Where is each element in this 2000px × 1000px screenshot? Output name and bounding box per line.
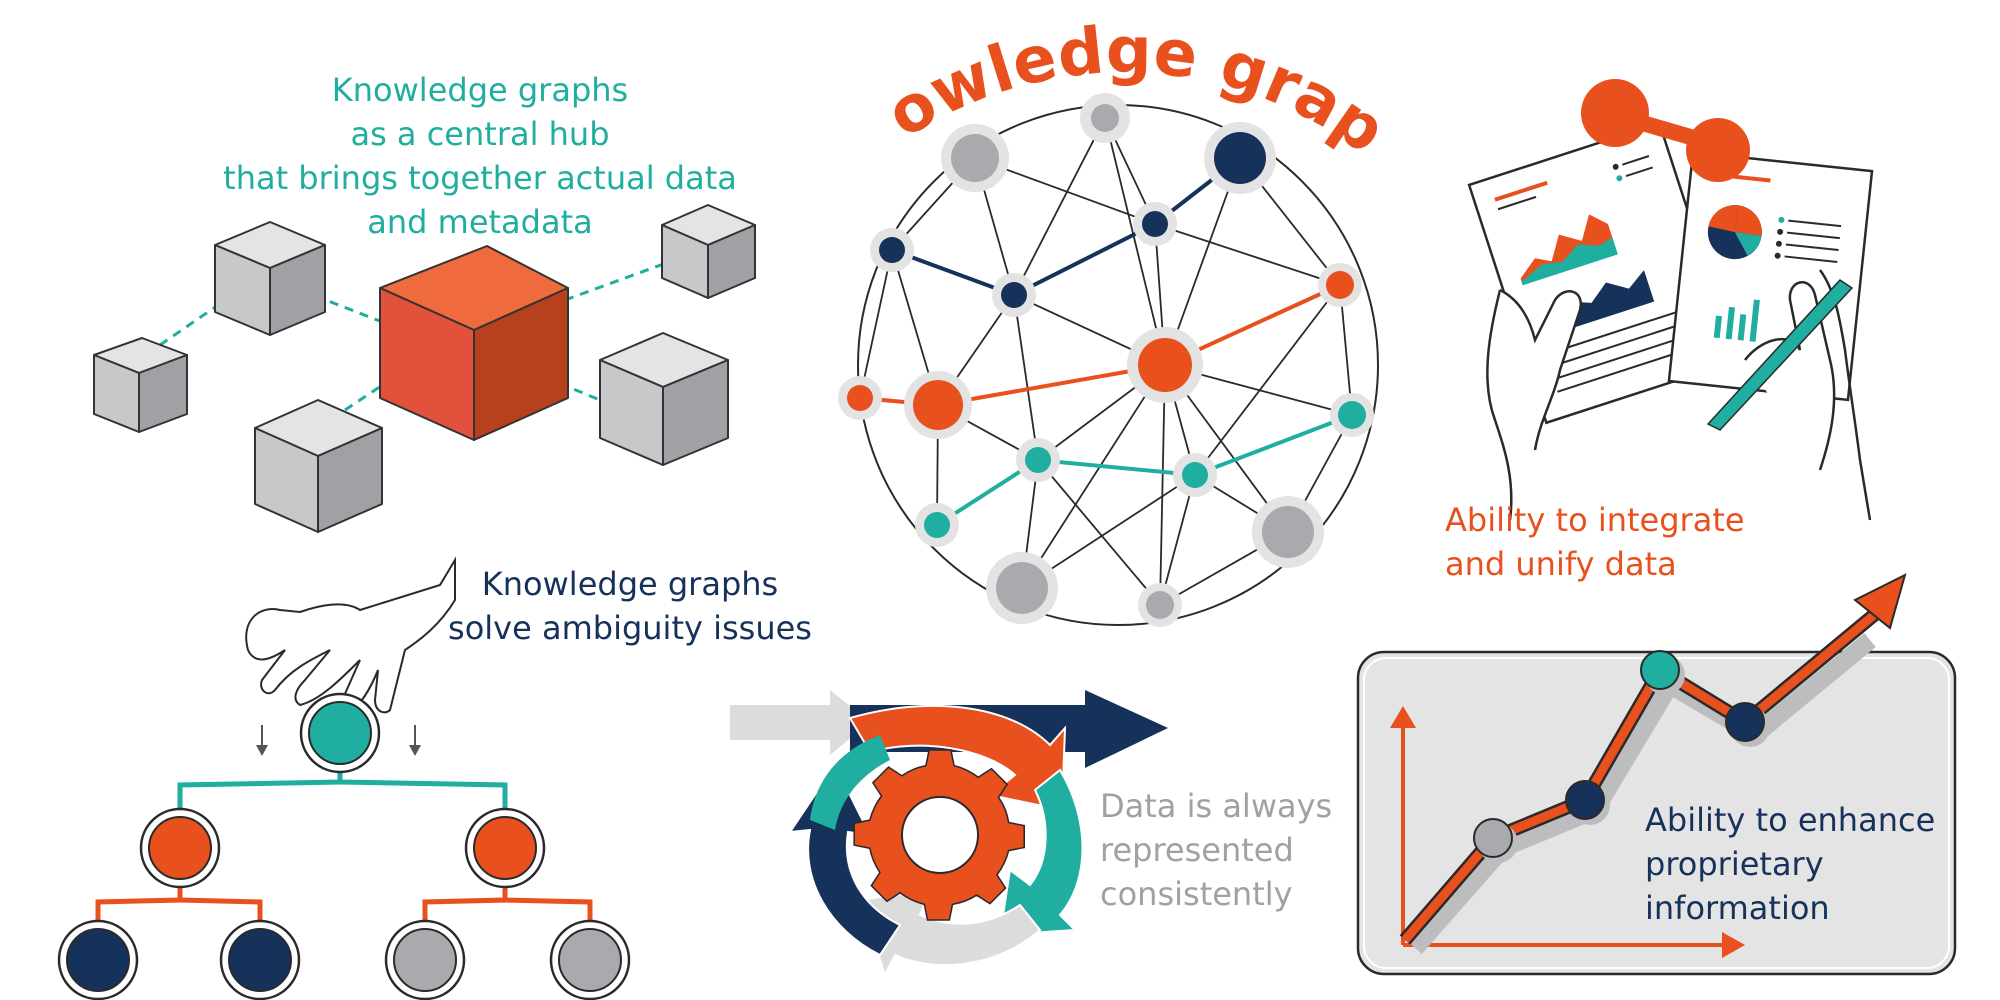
- chart-point: [1473, 818, 1518, 863]
- cube-icon: [661, 204, 756, 299]
- caption-line: information: [1645, 889, 1830, 927]
- growth-chart-icon: [1356, 573, 1957, 976]
- chart-point: [1640, 650, 1685, 695]
- caption-line: consistently: [1100, 875, 1293, 913]
- tree-node: [384, 919, 466, 1000]
- chart-point: [1725, 702, 1770, 747]
- caption-line: Knowledge graphs: [481, 565, 779, 603]
- caption-line: Data is always: [1100, 787, 1333, 825]
- tree-node: [299, 692, 381, 774]
- tree-node: [464, 807, 546, 889]
- caption-central-hub: Knowledge graphs as a central hub that b…: [210, 68, 750, 244]
- tree-node: [139, 807, 221, 889]
- caption-line: solve ambiguity issues: [448, 609, 812, 647]
- graph-node: [1173, 453, 1217, 497]
- graph-node: [1318, 263, 1362, 307]
- graph-node: [986, 552, 1058, 624]
- graph-node: [1016, 438, 1060, 482]
- caption-line: Knowledge graphs: [331, 71, 629, 109]
- caption-line: represented: [1100, 831, 1294, 869]
- hands-holding-reports-icon: [1467, 79, 1874, 521]
- caption-integrate: Ability to integrate and unify data: [1445, 498, 1845, 586]
- hierarchy-tree-icon: [57, 692, 631, 1000]
- caption-line: Ability to enhance: [1645, 801, 1936, 839]
- caption-line: proprietary: [1645, 845, 1824, 883]
- graph-node: [1080, 93, 1130, 143]
- tree-node: [549, 919, 631, 1000]
- cube-icon: [214, 221, 326, 336]
- central-cube-icon: [379, 245, 569, 441]
- caption-line: as a central hub: [350, 115, 610, 153]
- gear-cycle-icon: [730, 690, 1168, 978]
- cube-cluster: [93, 204, 756, 533]
- caption-ambiguity: Knowledge graphs solve ambiguity issues: [440, 562, 820, 650]
- graph-node: [992, 273, 1036, 317]
- graph-node: [838, 376, 882, 420]
- caption-enhance: Ability to enhance proprietary informati…: [1645, 798, 1945, 930]
- graph-node: [1252, 496, 1324, 568]
- caption-line: and metadata: [367, 203, 593, 241]
- caption-line: Ability to integrate: [1445, 501, 1745, 539]
- cube-icon: [93, 337, 188, 433]
- caption-consistent: Data is always represented consistently: [1100, 784, 1360, 916]
- graph-node: [1138, 583, 1182, 627]
- caption-line: that brings together actual data: [223, 159, 737, 197]
- tree-node: [57, 919, 139, 1000]
- cube-icon: [254, 399, 383, 533]
- graph-node: [1330, 393, 1374, 437]
- caption-line: and unify data: [1445, 545, 1677, 583]
- cube-icon: [599, 332, 729, 466]
- chart-point: [1565, 780, 1610, 825]
- graph-node: [915, 503, 959, 547]
- network-graph-icon: [838, 93, 1379, 627]
- graph-node: [904, 371, 972, 439]
- graph-node: [1127, 327, 1203, 403]
- graph-node: [1204, 122, 1276, 194]
- graph-node: [941, 124, 1009, 192]
- graph-node: [870, 228, 914, 272]
- gear-icon: [853, 749, 1026, 921]
- tree-node: [219, 919, 301, 1000]
- graph-node: [1133, 202, 1177, 246]
